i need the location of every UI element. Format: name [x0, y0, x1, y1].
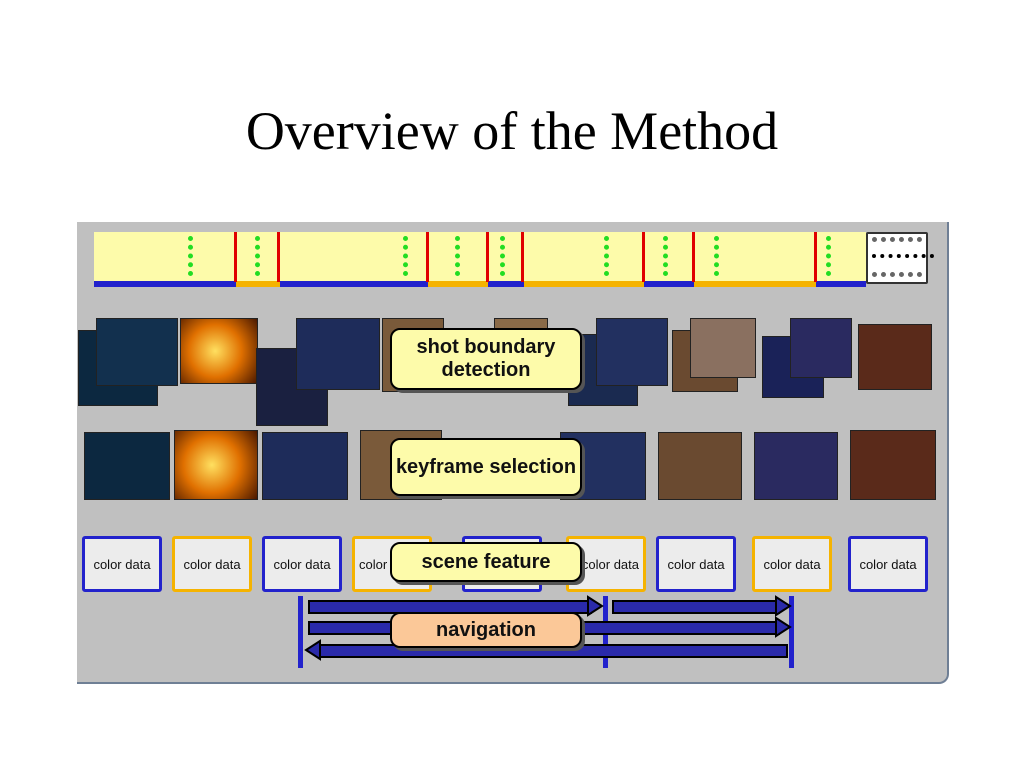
filmstrip-icon: [866, 232, 934, 284]
shot-segment-line: [488, 281, 524, 287]
color-data-card: color data: [656, 536, 736, 592]
gradual-boundary: [500, 236, 505, 276]
color-data-card: color data: [262, 536, 342, 592]
shot-frame-stack: [96, 318, 178, 386]
gradual-boundary: [604, 236, 609, 276]
keyframe: [754, 432, 838, 500]
shot-segment-line: [428, 281, 488, 287]
cut-boundary: [692, 232, 695, 282]
shot-frame-stack: [858, 324, 932, 390]
shot-frame-stack: [596, 318, 668, 386]
shot-segment-line: [644, 281, 694, 287]
cut-boundary: [426, 232, 429, 282]
shot-segment-line: [236, 281, 280, 287]
keyframe: [174, 430, 258, 500]
cut-boundary: [486, 232, 489, 282]
gradual-boundary: [455, 236, 460, 276]
cut-boundary: [642, 232, 645, 282]
navigation-label: navigation: [390, 612, 582, 648]
keyframe: [850, 430, 936, 500]
gradual-boundary: [403, 236, 408, 276]
gradual-boundary: [188, 236, 193, 276]
scene-divider: [789, 596, 794, 668]
scene-divider: [298, 596, 303, 668]
shot-segment-line: [524, 281, 644, 287]
gradual-boundary: [826, 236, 831, 276]
color-data-card: color data: [82, 536, 162, 592]
gradual-boundary: [255, 236, 260, 276]
keyframe-selection-label: keyframe selection: [390, 438, 582, 496]
keyframe: [262, 432, 348, 500]
keyframe: [84, 432, 170, 500]
cut-boundary: [521, 232, 524, 282]
shot-segment-line: [280, 281, 428, 287]
page-title: Overview of the Method: [245, 101, 779, 161]
shot-frame-stack: [180, 318, 258, 384]
shot-frame-stack: [790, 318, 852, 378]
video-timeline: [94, 232, 866, 282]
cut-boundary: [814, 232, 817, 282]
shot-frame-stack: [296, 318, 380, 390]
color-data-text: color data: [581, 556, 639, 572]
color-data-card: color data: [172, 536, 252, 592]
cut-boundary: [277, 232, 280, 282]
gradual-boundary: [663, 236, 668, 276]
gradual-boundary: [714, 236, 719, 276]
keyframe: [658, 432, 742, 500]
shot-boundary-detection-label: shot boundary detection: [390, 328, 582, 390]
shot-segment-line: [694, 281, 816, 287]
scene-feature-label: scene feature: [390, 542, 582, 582]
shot-segment-line: [94, 281, 236, 287]
color-data-card: color data: [848, 536, 928, 592]
shot-frame-stack: [690, 318, 756, 378]
cut-boundary: [234, 232, 237, 282]
shot-segment-line: [816, 281, 866, 287]
color-data-card: color data: [752, 536, 832, 592]
